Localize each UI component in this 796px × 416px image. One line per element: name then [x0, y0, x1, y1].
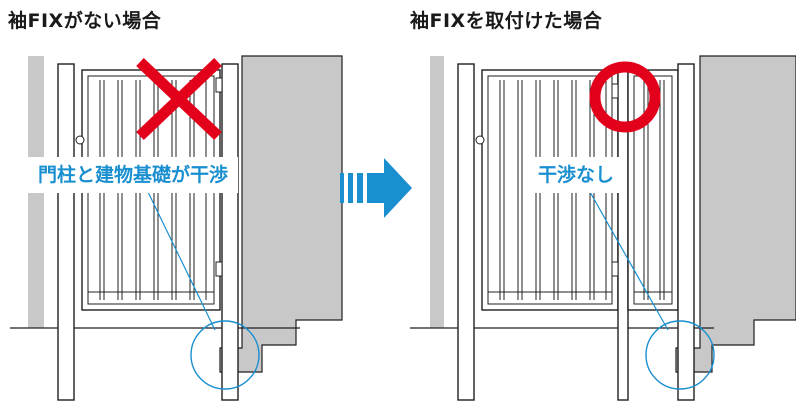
- left-leader-line: [147, 191, 216, 331]
- left-panel-title: 袖FIXがない場合: [8, 10, 162, 32]
- circle-mark-icon: [589, 61, 661, 133]
- left-post: [57, 63, 75, 401]
- right-post: [457, 63, 475, 401]
- left-lower-hinge: [215, 261, 223, 277]
- right-callout-label: 干渉なし: [528, 157, 625, 193]
- right-scene: [410, 55, 796, 401]
- left-scene: [10, 55, 343, 401]
- right-clearance-circle: [645, 320, 715, 390]
- left-callout-label: 門柱と建物基礎が干渉: [28, 157, 239, 193]
- cross-mark-icon: [136, 58, 222, 140]
- right-panel-title: 袖FIXを取付けた場合: [410, 10, 603, 32]
- left-gate-column: [221, 63, 239, 401]
- right-lower-hinge: [611, 261, 619, 277]
- right-leader-line: [589, 191, 669, 331]
- right-gate-handle: [475, 135, 485, 145]
- arrow-right-icon: [340, 158, 412, 218]
- left-interference-circle: [190, 320, 260, 390]
- left-upper-hinge: [215, 77, 223, 93]
- left-gate-handle: [75, 135, 85, 145]
- right-upper-hinge: [611, 83, 619, 99]
- right-background-wall: [430, 56, 444, 328]
- right-end-post: [677, 63, 695, 401]
- right-gate-column: [617, 63, 629, 401]
